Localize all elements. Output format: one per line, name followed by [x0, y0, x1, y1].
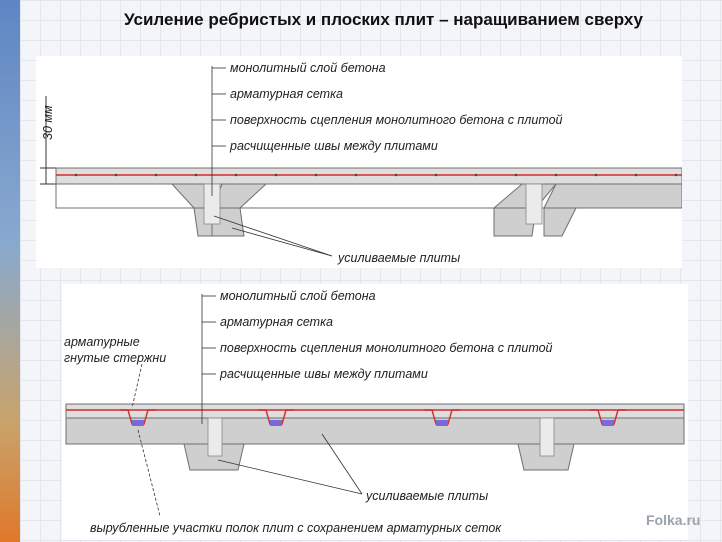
page-title: Усиление ребристых и плоских плит – нара… [124, 10, 643, 29]
label-monolithic-layer-2: монолитный слой бетона [220, 289, 376, 303]
label-rebar-mesh-2: арматурная сетка [220, 315, 333, 329]
watermark-logo: Folka.ru [646, 512, 701, 528]
leader-slabs-1 [213, 215, 333, 257]
thickness-label: 30 мм [41, 105, 55, 140]
label-bond-surface: поверхность сцепления монолитного бетона… [230, 113, 563, 127]
slab-flange-outline [55, 183, 682, 209]
label-cut-sections: вырубленные участки полок плит с сохране… [90, 521, 502, 535]
diagram-bottom-svg: монолитный слой бетона арматурная сетка … [64, 289, 685, 535]
label-bond-surface-2: поверхность сцепления монолитного бетона… [220, 341, 553, 355]
monolithic-concrete-layer-2 [65, 403, 685, 419]
label-bent-bars-line2: гнутые стержни [64, 351, 166, 365]
label-bent-bars-line1: арматурные [64, 335, 140, 349]
label-cleaned-joints: расчищенные швы между плитами [229, 139, 438, 153]
diagram-top-svg: 30 мм монолитный слой бетона ар [40, 61, 682, 265]
cleaned-joint-right [525, 183, 543, 225]
leader-bent-bars [131, 363, 143, 409]
flat-slab [65, 417, 685, 445]
leader-slabs-2 [231, 227, 333, 257]
slab-rib-right [517, 443, 575, 471]
label-rebar-mesh: арматурная сетка [230, 87, 343, 101]
monolithic-concrete-layer [55, 167, 682, 185]
diagram-bottom-panel: монолитный слой бетона арматурная сетка … [62, 284, 688, 540]
mesh-dots [74, 173, 678, 177]
side-stripe [0, 0, 20, 542]
label-cleaned-joints-2: расчищенные швы между плитами [219, 367, 428, 381]
label-reinforced-slabs: усиливаемые плиты [337, 251, 460, 265]
label-reinforced-slabs-2: усиливаемые плиты [365, 489, 488, 503]
slab-middle [222, 183, 558, 237]
diagram-top-panel: 30 мм монолитный слой бетона ар [36, 56, 682, 268]
leader-slabs-2b [321, 433, 363, 495]
cut-pockets [132, 420, 614, 426]
slab-right [543, 183, 682, 237]
slab-rib-left [183, 443, 245, 471]
cleaned-joint-2-right [539, 417, 555, 457]
label-monolithic-layer: монолитный слой бетона [230, 61, 386, 75]
leader-slabs-2a [217, 459, 363, 495]
cleaned-joint-2-left [207, 417, 223, 457]
